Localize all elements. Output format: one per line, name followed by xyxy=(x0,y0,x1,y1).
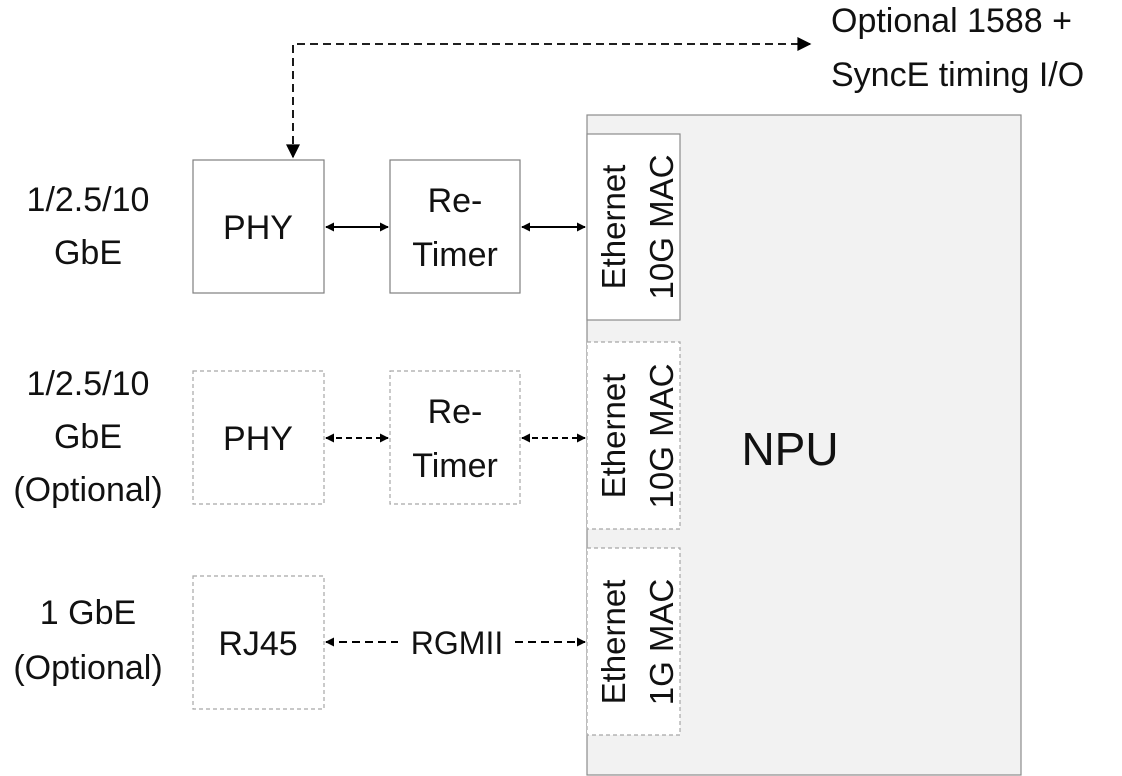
timing-label-line1: Optional 1588 + xyxy=(831,2,1072,40)
row-2-label-line3: (Optional) xyxy=(13,471,162,509)
row-3-label-line1: 1 GbE xyxy=(40,594,136,632)
retimer-box-1 xyxy=(389,159,521,294)
mac-box-2 xyxy=(586,341,681,530)
retimer-1-label-line1: Re- xyxy=(428,182,483,220)
row-1-label-line1: 1/2.5/10 xyxy=(27,181,150,219)
row-2-label-line2: GbE xyxy=(54,418,122,456)
rj45-label: RJ45 xyxy=(218,625,297,663)
retimer-2-label-line2: Timer xyxy=(412,447,498,485)
rj45-box xyxy=(192,575,325,710)
mac-1-label-line2: 10G MAC xyxy=(643,155,680,300)
mac-box-1 xyxy=(586,133,681,321)
rgmii-label: RGMII xyxy=(411,625,503,661)
mac-3-label-line1: Ethernet xyxy=(595,580,632,705)
phy-box-1 xyxy=(192,159,325,294)
phy-1-label: PHY xyxy=(223,209,293,247)
retimer-1-label-line2: Timer xyxy=(412,236,498,274)
timing-io-path xyxy=(286,37,812,159)
retimer-box-2 xyxy=(389,370,521,505)
row-3-label-line2: (Optional) xyxy=(13,649,162,687)
row-1-label-line2: GbE xyxy=(54,234,122,272)
mac-3-label-line2: 1G MAC xyxy=(643,579,680,706)
mac-box-3 xyxy=(586,547,681,736)
phy-2-label: PHY xyxy=(223,420,293,458)
mac-2-label-line2: 10G MAC xyxy=(643,364,680,509)
phy-box-2 xyxy=(192,370,325,505)
npu-label: NPU xyxy=(741,423,838,475)
row-2-label-line1: 1/2.5/10 xyxy=(27,365,150,403)
mac-1-label-line1: Ethernet xyxy=(595,165,632,290)
retimer-2-label-line1: Re- xyxy=(428,393,483,431)
timing-label-line2: SyncE timing I/O xyxy=(831,56,1084,94)
mac-2-label-line1: Ethernet xyxy=(595,374,632,499)
